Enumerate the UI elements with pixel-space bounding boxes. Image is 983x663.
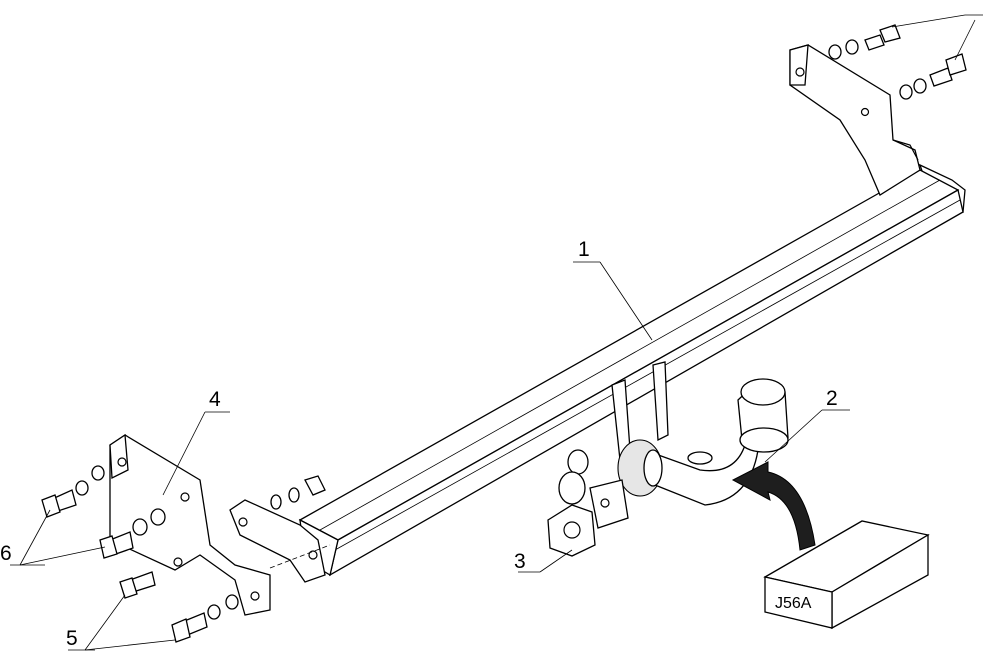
callout-3: 3 [514,550,526,573]
leader-lines [10,14,983,651]
left-bolts [41,465,239,643]
towball-assembly [547,361,789,557]
callout-2: 2 [826,387,838,410]
callout-4: 4 [209,388,221,411]
box-label: J56A [775,595,812,612]
callout-1: 1 [578,238,590,261]
right-bolts [828,24,967,100]
inner-left-bracket [229,499,331,583]
left-bracket [109,433,271,616]
crossbar [298,163,966,577]
curved-arrow [731,461,816,551]
callout-5: 5 [66,627,78,650]
callout-6: 6 [0,542,12,565]
left-nuts [270,475,326,510]
j56a-box: J56A [763,520,930,630]
right-bracket [789,44,921,196]
